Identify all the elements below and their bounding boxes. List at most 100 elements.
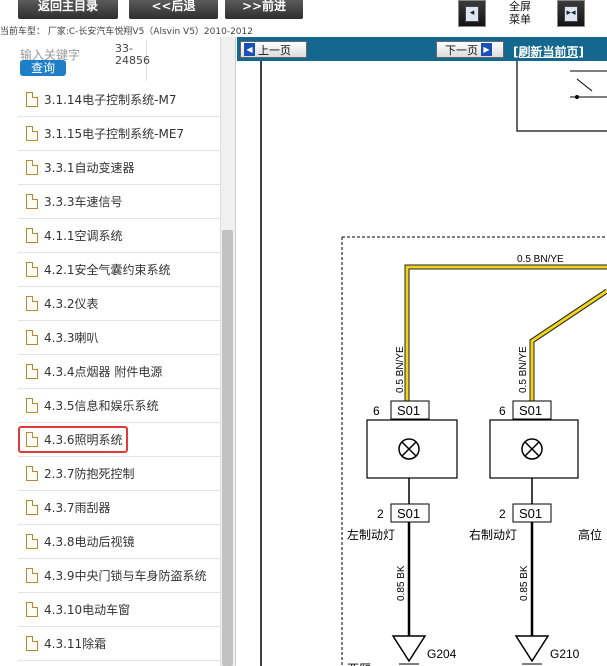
tree-item[interactable]: 3.3.3车速信号 [18,185,220,219]
tree-item[interactable]: 4.3.8电动后视镜 [18,525,220,559]
tree-item[interactable]: 2.3.7防抱死控制 [18,457,220,491]
ground-wire-label-left: 0.85 BK [396,565,407,601]
document-icon [26,602,38,617]
tree-item[interactable]: 4.2.1安全气囊约束系统 [18,253,220,287]
tree-item-label: 3.3.1自动变速器 [44,161,135,175]
scrollbar-thumb[interactable] [222,230,233,666]
tree-item[interactable]: 4.3.10电动车窗 [18,593,220,627]
tree-item[interactable]: 4.3.3喇叭 [18,321,220,355]
ground-symbol-left [391,635,427,665]
document-icon [26,330,38,345]
upper-component [516,61,607,132]
query-button[interactable]: 查询 [20,60,66,76]
document-icon [26,500,38,515]
tree-item-label: 4.3.4点烟器 附件电源 [44,365,163,379]
pin-bottom-left: 2 [377,507,384,521]
tree-item-label: 4.3.6照明系统 [44,433,123,447]
page-indicator-line1: 33- [115,42,133,55]
search-divider [146,41,147,81]
back-to-main-button[interactable]: 返回主目录 [18,0,118,19]
prev-page-label: 上一页 [258,43,291,57]
prev-page-button[interactable]: ◀ 上一页 [240,41,307,58]
tree-item[interactable]: 4.3.11除霜 [18,627,220,661]
left-brake-lamp: 6 S01 2 S01 [366,400,458,523]
tree-item[interactable]: 3.1.14电子控制系统-M7 [18,83,220,117]
vehicle-info: 当前车型： 厂家:C-长安汽车悦翔V5（Alsvin V5）2010-2012 [0,27,253,37]
tree-item[interactable]: 4.3.7雨刮器 [18,491,220,525]
document-icon [26,160,38,175]
tree-item-label: 4.3.10电动车窗 [44,603,131,617]
wire-label-left: 0.5 BN/YE [395,346,406,393]
split-icon: ▸◂ [564,5,578,22]
forward-button[interactable]: >>前进 [225,0,303,19]
arrow-left-icon: ◀ [244,43,255,56]
tree-item-label: 4.3.7雨刮器 [44,501,111,515]
refresh-page-link[interactable]: [刷新当前页] [513,45,584,59]
tree-item[interactable]: 4.3.2仪表 [18,287,220,321]
search-area: 输入关键字 查询 33- 24856 [0,37,220,83]
document-icon [26,398,38,413]
connector-bottom-left: S01 [397,506,420,521]
fullscreen-label-line1: 全屏 [509,0,531,13]
label-left-brake-lamp: 左制动灯 [347,527,395,542]
pin-top-left: 6 [373,404,380,418]
tree-item[interactable]: 4.1.1空调系统 [18,219,220,253]
tree-item-label: 4.3.2仪表 [44,297,99,311]
tree-item-label: 4.3.11除霜 [44,637,107,651]
tree-item-label: 3.1.15电子控制系统-ME7 [44,127,185,141]
left-panel: 输入关键字 查询 33- 24856 3.1.14电子控制系统-M7 3.1.15… [0,37,236,666]
top-toolbar: 返回主目录 <<后退 >>前进 ◂ 全屏 菜单 ▸◂ [0,0,607,27]
document-icon [26,466,38,481]
document-icon [26,636,38,651]
page-indicator-line2: 24856 [115,54,150,67]
tree-item[interactable]: 3.1.15电子控制系统-ME7 [18,117,220,151]
tree-item-label: 4.3.5信息和娱乐系统 [44,399,159,413]
ground-label-left: G204 [427,647,457,661]
connector-top-left: S01 [397,403,420,418]
page-indicator: 33- 24856 [115,43,150,67]
document-icon [26,534,38,549]
tree-item-label: 2.3.7防抱死控制 [44,467,135,481]
menu-toggle-button[interactable]: ▸◂ [557,0,585,27]
tree-item[interactable]: 4.3.6照明系统 [18,423,220,457]
keyword-input[interactable]: 输入关键字 [20,48,81,62]
label-high-lamp: 高位 [578,527,602,542]
connector-top-right: S01 [519,403,542,418]
tree-item[interactable]: 4.3.9中央门锁与车身防盗系统 [18,559,220,593]
fullscreen-label-line2: 菜单 [509,13,531,26]
tree-item-label: 4.3.9中央门锁与车身防盗系统 [44,569,207,583]
document-icon [26,568,38,583]
connector-bottom-right: S01 [519,506,542,521]
fullscreen-toggle-button[interactable]: ◂ [458,0,486,27]
tree-item[interactable]: 3.3.1自动变速器 [18,151,220,185]
tree-item-label: 4.3.8电动后视镜 [44,535,135,549]
back-button[interactable]: <<后退 [129,0,218,19]
label-bottom: 西厢 [347,662,371,666]
label-right-brake-lamp: 右制动灯 [469,527,517,542]
viewer-panel: ◀ 上一页 下一页 ▶ [刷新当前页] 0.5 BN/YE 0.5 [237,37,607,666]
document-icon [26,432,38,447]
right-brake-lamp: 6 S01 2 S01 [489,400,579,523]
selected-item-highlight [18,426,128,453]
fullscreen-icon: ◂ [465,5,479,22]
ground-wire-label-right: 0.85 BK [519,565,530,601]
document-icon [26,228,38,243]
wire-yellow [404,264,607,405]
document-icon [26,364,38,379]
tree-item[interactable]: 4.3.5信息和娱乐系统 [18,389,220,423]
tree-list: 3.1.14电子控制系统-M7 3.1.15电子控制系统-ME7 3.3.1自动变速… [18,83,220,661]
tree-item-label: 3.1.14电子控制系统-M7 [44,93,177,107]
tree-item[interactable]: 4.3.4点烟器 附件电源 [18,355,220,389]
document-icon [26,194,38,209]
viewer-navbar: ◀ 上一页 下一页 ▶ [刷新当前页] [237,37,607,61]
wire-label-top: 0.5 BN/YE [517,254,564,265]
ground-label-right: G210 [550,647,580,661]
ground-symbol-right [514,635,550,665]
tree-item-label: 4.3.3喇叭 [44,331,99,345]
document-icon [26,296,38,311]
wire-label-right: 0.5 BN/YE [518,346,529,393]
document-icon [26,262,38,277]
next-page-button[interactable]: 下一页 ▶ [436,41,504,58]
pin-top-right: 6 [499,404,506,418]
tree-item-label: 4.2.1安全气囊约束系统 [44,263,171,277]
